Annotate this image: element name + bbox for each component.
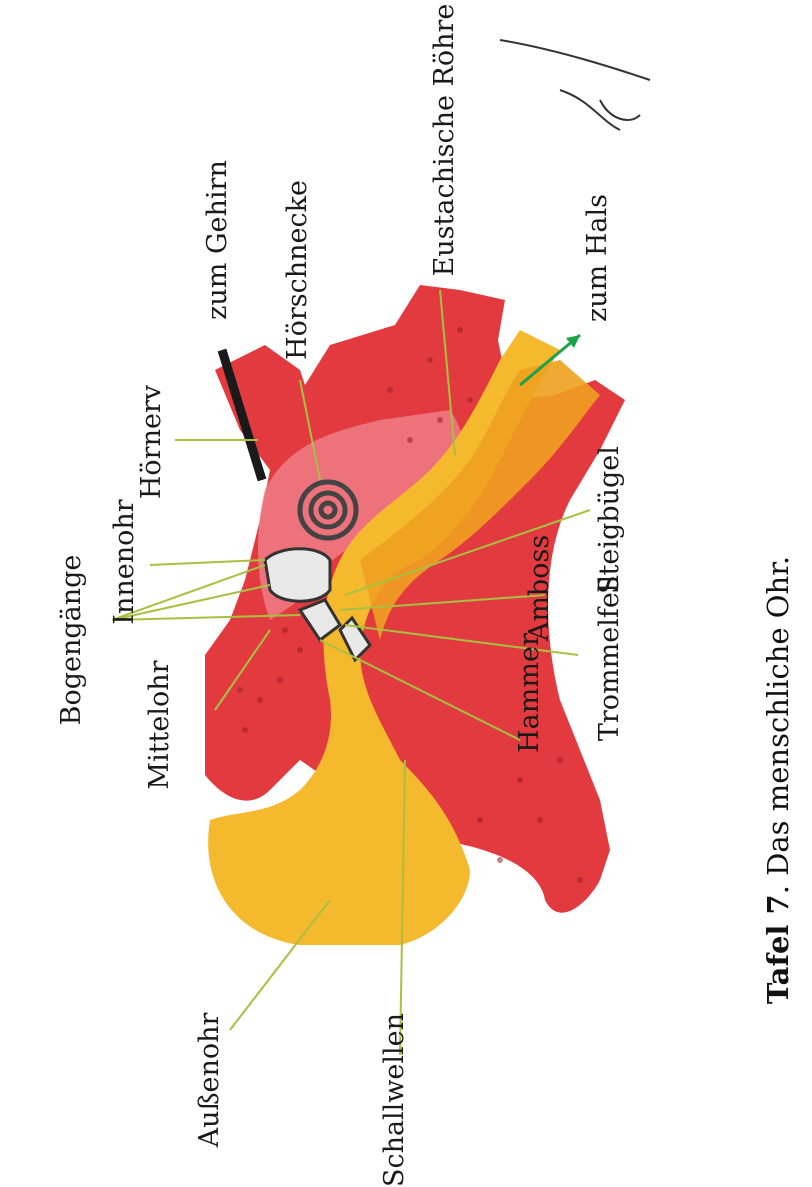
label-zum-gehirn: zum Gehirn xyxy=(203,160,233,320)
label-eustachische-roehre: Eustachische Röhre xyxy=(430,4,460,277)
label-schallwellen: Schallwellen xyxy=(380,1013,410,1187)
signature xyxy=(500,40,650,130)
caption-prefix: Tafel 7 xyxy=(761,894,795,1004)
label-steigbuegel: Steigbügel xyxy=(595,446,625,594)
figure-caption: Tafel 7. Das menschliche Ohr. xyxy=(761,556,795,1004)
label-hoerschnecke: Hörschnecke xyxy=(283,180,313,360)
label-amboss: Amboss xyxy=(525,535,555,641)
label-hammer: Hammer xyxy=(515,633,545,753)
caption-text: . Das menschliche Ohr. xyxy=(761,556,795,894)
label-bogengaenge: Bogengänge xyxy=(57,555,87,726)
label-zum-hals: zum Hals xyxy=(583,194,613,322)
label-hoernerv: Hörnerv xyxy=(137,385,167,499)
label-aussenohr: Außenohr xyxy=(195,1013,225,1148)
label-mittelohr: Mittelohr xyxy=(145,660,175,789)
label-trommelfell: Trommelfell xyxy=(595,575,625,741)
label-innenohr: Innenohr xyxy=(110,499,140,624)
